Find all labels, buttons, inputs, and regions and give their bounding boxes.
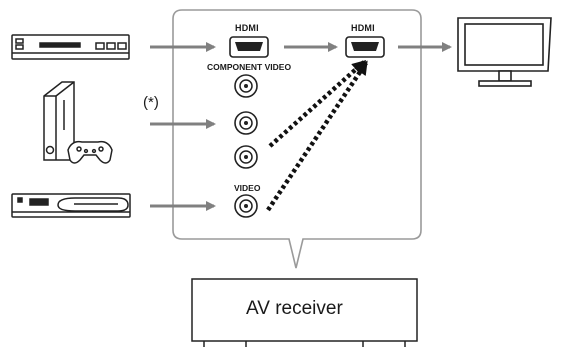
bd-dvd-player-icon xyxy=(12,35,129,59)
component-jack-2 xyxy=(235,112,257,134)
video-label: VIDEO xyxy=(234,183,260,193)
set-top-box-icon xyxy=(12,194,130,217)
av-receiver-label: AV receiver xyxy=(246,298,343,320)
hdmi-input-label: HDMI xyxy=(235,23,259,33)
tv-icon xyxy=(458,18,551,86)
hdmi-input-jack xyxy=(230,37,268,57)
component-jack-3 xyxy=(235,146,257,168)
asterisk-note: (*) xyxy=(143,94,159,111)
component-video-label: COMPONENT VIDEO xyxy=(207,62,291,72)
video-jack xyxy=(235,195,257,217)
game-console-icon xyxy=(44,82,112,163)
hdmi-output-jack xyxy=(346,37,384,57)
hdmi-output-label: HDMI xyxy=(351,23,375,33)
component-jack-1 xyxy=(235,75,257,97)
